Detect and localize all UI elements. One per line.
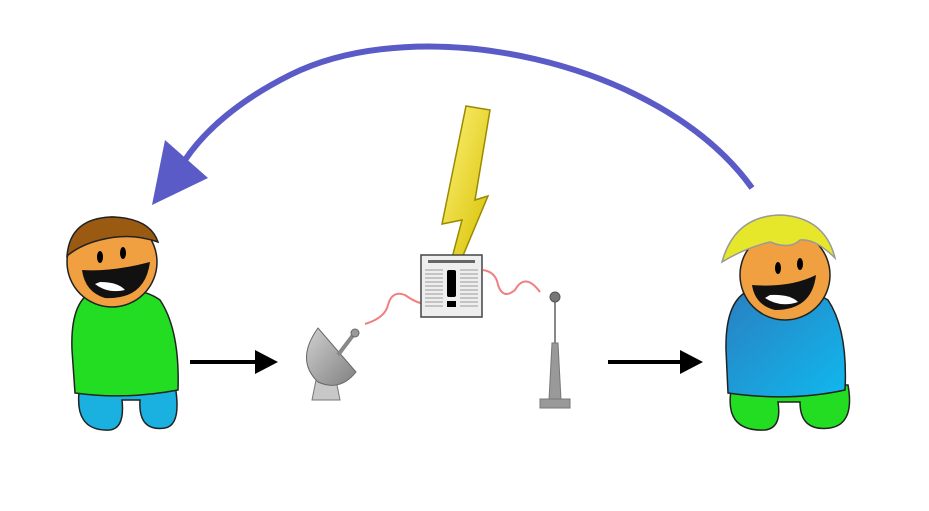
flow-arrow-left xyxy=(190,350,278,374)
sender-person-icon xyxy=(66,216,179,431)
flow-arrow-right xyxy=(608,350,703,374)
signal-wave-left xyxy=(364,292,422,325)
feedback-arrow xyxy=(152,43,755,205)
exclamation-icon xyxy=(447,270,456,297)
signal-wave-right xyxy=(482,269,541,295)
feedback-arrowhead-icon xyxy=(152,140,208,205)
satellite-dish-icon xyxy=(306,327,360,401)
lightning-noise-icon xyxy=(441,105,491,259)
antenna-icon xyxy=(539,291,571,409)
receiver-person-icon xyxy=(720,214,851,431)
message-newspaper-icon xyxy=(420,254,483,318)
